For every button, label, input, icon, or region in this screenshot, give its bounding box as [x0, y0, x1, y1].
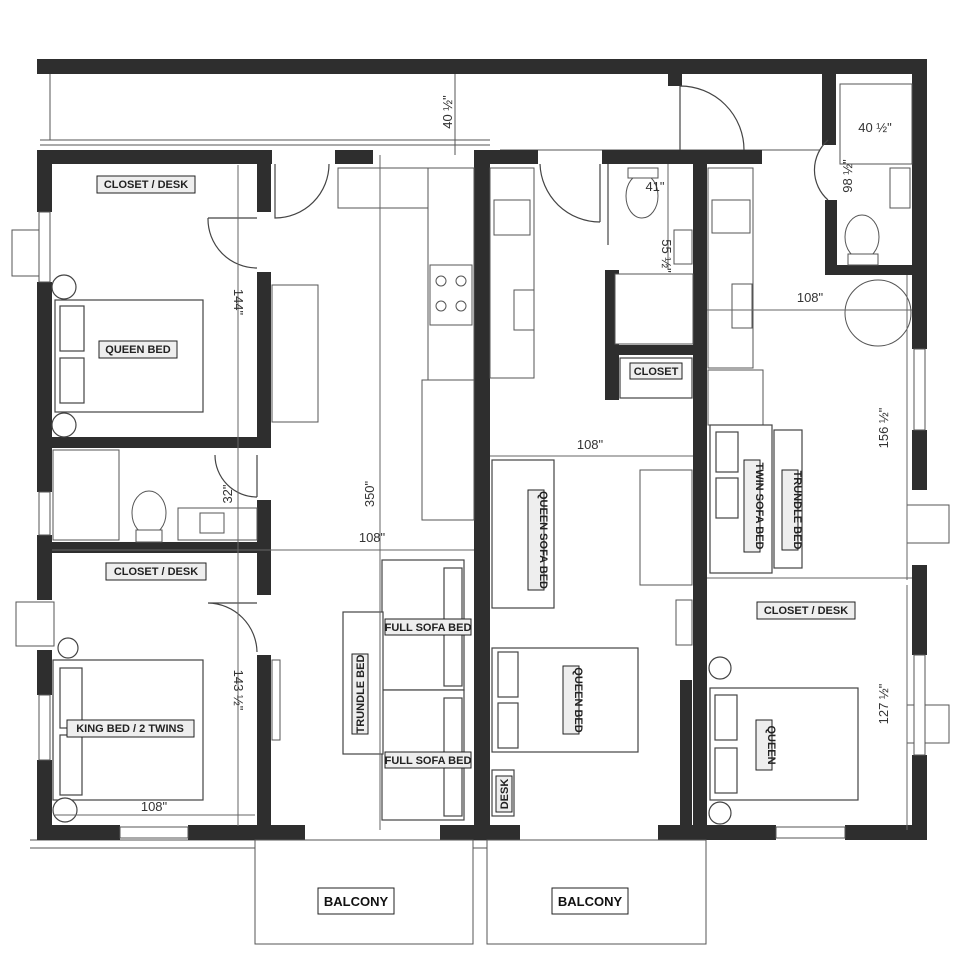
wall-top	[37, 59, 927, 74]
wall-bottom-2	[188, 825, 305, 840]
dimension-lines	[52, 155, 912, 830]
label-boxes	[66, 175, 856, 813]
wall-bed1-right-2	[257, 272, 271, 448]
dim-32: 32"	[220, 484, 235, 503]
fixtures	[52, 83, 913, 741]
wall-right	[912, 59, 927, 349]
wall-bed1-bottom	[37, 437, 271, 448]
dim-144: 144"	[231, 289, 246, 316]
dim-108-bottom: 108"	[141, 799, 168, 814]
wall-right-3	[912, 565, 927, 655]
dimension-labels: 40 ½" 40 ½" 144" 350" 108" 32" 143 ½" 10…	[141, 95, 892, 814]
label-queen-sofa: QUEEN SOFA BED	[537, 491, 549, 589]
dim-40a: 40 ½"	[440, 95, 455, 129]
dim-143: 143 ½"	[231, 670, 246, 711]
wall-right-unit-2	[693, 580, 707, 840]
wall-right-unit	[693, 160, 707, 580]
walls	[37, 59, 927, 840]
dim-55: 55 ½"	[659, 239, 674, 273]
label-twin-sofa: TWIN SOFA BED	[753, 463, 765, 550]
wall-bed2-right	[257, 655, 271, 840]
wall-bath-right	[257, 500, 271, 595]
wall-center-top-2	[602, 150, 762, 164]
label-king-bed: KING BED / 2 TWINS	[76, 723, 184, 735]
dim-108-mid: 108"	[577, 437, 604, 452]
label-balcony-right: BALCONY	[558, 894, 623, 909]
wall-top-notch	[668, 59, 682, 86]
dim-108-left: 108"	[359, 530, 386, 545]
label-queen-bed-1: QUEEN BED	[105, 344, 170, 356]
wall-left-4	[37, 650, 52, 695]
label-desk: DESK	[499, 779, 511, 810]
dim-41: 41"	[645, 179, 664, 194]
wall-bed3-right	[680, 680, 692, 825]
wall-right-2	[912, 430, 927, 490]
dim-108-right: 108"	[797, 290, 824, 305]
dim-127: 127 ½"	[876, 683, 891, 724]
label-closet-desk-3: CLOSET / DESK	[764, 605, 848, 617]
label-balcony-left: BALCONY	[324, 894, 389, 909]
wall-bottom-1	[37, 825, 120, 840]
wall-center	[474, 150, 490, 840]
label-full-sofa-2: FULL SOFA BED	[385, 755, 472, 767]
wall-bottom-4	[658, 825, 776, 840]
wall-right-bath-b	[825, 265, 912, 275]
room-labels: CLOSET / DESK QUEEN BED CLOSET / DESK KI…	[76, 179, 848, 809]
dim-98: 98 ½"	[840, 159, 855, 193]
balcony-labels: BALCONY BALCONY	[324, 894, 623, 909]
label-queen-3: QUEEN	[765, 725, 777, 764]
wall-left-2	[37, 282, 52, 492]
wall-left-top-2	[335, 150, 373, 164]
wall-bath-bottom	[37, 542, 271, 553]
dim-156: 156 ½"	[876, 407, 891, 448]
label-queen-bed-2: QUEEN BED	[572, 667, 584, 732]
label-trundle-1: TRUNDLE BED	[355, 655, 367, 734]
doors	[207, 85, 829, 653]
wall-left-1	[37, 152, 52, 212]
balconies	[254, 839, 707, 945]
wall-left-top	[37, 150, 272, 164]
wall-bottom-5	[845, 825, 927, 840]
label-closet-desk-1: CLOSET / DESK	[104, 179, 188, 191]
wall-right-4	[912, 755, 927, 840]
wall-top-right-notch	[822, 59, 836, 145]
wall-right-bath	[825, 200, 837, 275]
label-full-sofa-1: FULL SOFA BED	[385, 622, 472, 634]
label-trundle-2: TRUNDLE BED	[791, 471, 803, 550]
label-closet-desk-2: CLOSET / DESK	[114, 566, 198, 578]
wall-bath-mid-bottom	[605, 345, 695, 355]
wall-bed1-right	[257, 150, 271, 212]
label-closet-mid: CLOSET	[634, 366, 679, 378]
dim-40b: 40 ½"	[858, 120, 892, 135]
dim-350: 350"	[362, 480, 377, 507]
wall-center-top	[490, 150, 538, 164]
wall-left-5	[37, 760, 52, 840]
windows	[11, 211, 950, 839]
